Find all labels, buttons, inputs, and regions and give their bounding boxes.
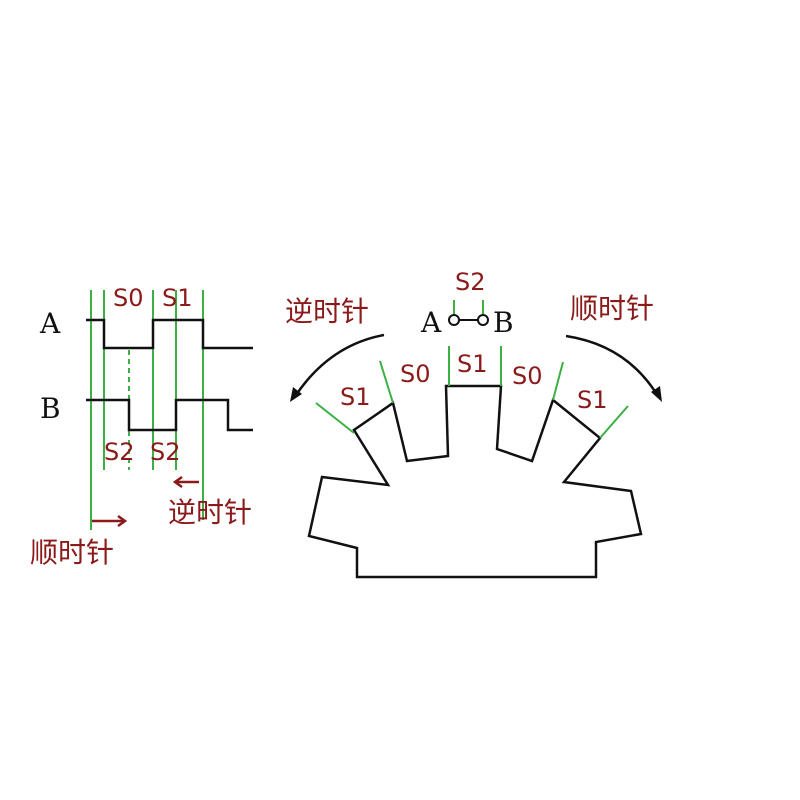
signal-b-label: B — [40, 392, 61, 425]
clockwise-label: 顺时针 — [30, 536, 114, 569]
signal-b-waveform — [86, 398, 253, 432]
signal-a-waveform — [86, 318, 253, 350]
sector-boundary-line — [599, 405, 629, 439]
counterclockwise-arrow — [172, 475, 199, 489]
state-s2-label: S2 — [150, 438, 181, 466]
counterclockwise-label: 逆时针 — [285, 295, 369, 328]
zone-label: S1 — [577, 386, 608, 414]
zone-label: S0 — [400, 360, 431, 388]
zone-label: S1 — [340, 383, 371, 411]
zone-label: S0 — [512, 362, 543, 390]
counterclockwise-rotation-arrow — [290, 333, 385, 402]
sector-boundary-line — [315, 402, 355, 434]
encoder-wheel-outline — [307, 384, 643, 579]
sensor-a-dot — [448, 314, 460, 326]
waveform-diagram: A B S0 S1 S2 S2 逆时针 顺时针 — [30, 284, 253, 569]
zone-label: S1 — [457, 350, 488, 378]
sector-boundary-line — [552, 361, 564, 401]
counterclockwise-label: 逆时针 — [168, 496, 252, 529]
clockwise-arrow — [92, 514, 128, 528]
sensor-b-label: B — [493, 306, 514, 339]
clockwise-label: 顺时针 — [570, 292, 654, 325]
sensor-a-label: A — [420, 306, 442, 339]
state-s2-label: S2 — [104, 438, 135, 466]
clockwise-rotation-arrow — [565, 334, 662, 402]
sensor-state-label: S2 — [455, 268, 486, 296]
encoder-wheel-diagram: A B S2 S1 S0 S1 S0 S1 逆时针 — [285, 268, 662, 579]
state-s1-label: S1 — [162, 284, 193, 312]
state-s0-label: S0 — [113, 284, 144, 312]
sensor-pair: A B S2 — [420, 268, 514, 339]
sector-boundary-line — [379, 360, 394, 404]
signal-a-label: A — [39, 307, 61, 340]
sensor-b-dot — [477, 314, 489, 326]
